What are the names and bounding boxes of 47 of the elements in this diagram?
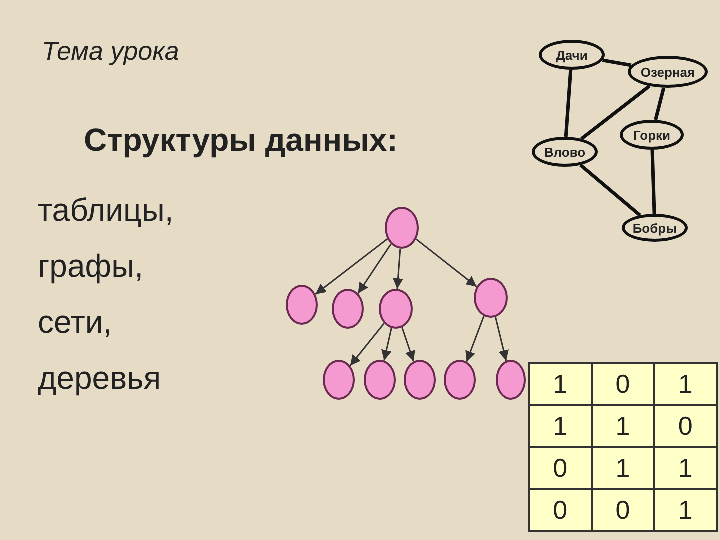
connector-line [654, 87, 666, 121]
circle-node [323, 360, 355, 400]
slide-title: Структуры данных: [84, 122, 398, 159]
circle-node [379, 289, 413, 329]
circle-node [496, 360, 526, 400]
connector-line [564, 70, 573, 138]
arrow [350, 323, 385, 366]
circle-node [444, 360, 476, 400]
arrow [393, 248, 404, 290]
table-cell: 1 [592, 405, 654, 447]
table-cell: 0 [654, 405, 717, 447]
node-label: Горки [633, 128, 671, 142]
circle-node [286, 285, 318, 325]
arrow [466, 316, 485, 362]
table-cell: 1 [654, 489, 717, 531]
node-label: Бобры [632, 220, 678, 236]
table-cell: 1 [654, 363, 717, 405]
node-label: Дачи [556, 48, 588, 62]
list-item: таблицы, [38, 192, 174, 229]
lesson-topic: Тема урока [42, 36, 180, 67]
table-cell: 1 [529, 405, 592, 447]
arrow [315, 238, 388, 296]
arrow [358, 244, 392, 294]
node-label: Влово [544, 144, 586, 160]
table-cell: 0 [592, 363, 654, 405]
table-cell: 1 [529, 363, 592, 405]
list-item: сети, [38, 304, 112, 341]
graph-node [539, 40, 605, 70]
table-cell: 1 [654, 447, 717, 489]
circle-node [385, 207, 419, 249]
table-cell: 1 [592, 447, 654, 489]
circle-node [474, 278, 508, 318]
table-cell: 0 [529, 447, 592, 489]
list-item: графы, [38, 248, 144, 285]
list-item: деревья [38, 360, 162, 397]
node-label: Озерная [640, 64, 696, 80]
circle-node [404, 360, 436, 400]
connector-line [650, 150, 656, 214]
arrow [402, 327, 416, 362]
arrow [494, 317, 509, 362]
table-cell: 0 [592, 489, 654, 531]
connector-line [602, 58, 632, 68]
table-cell: 0 [529, 489, 592, 531]
arrow [416, 238, 478, 288]
arrow [382, 328, 392, 361]
circle-node [332, 289, 364, 329]
circle-node [364, 360, 396, 400]
